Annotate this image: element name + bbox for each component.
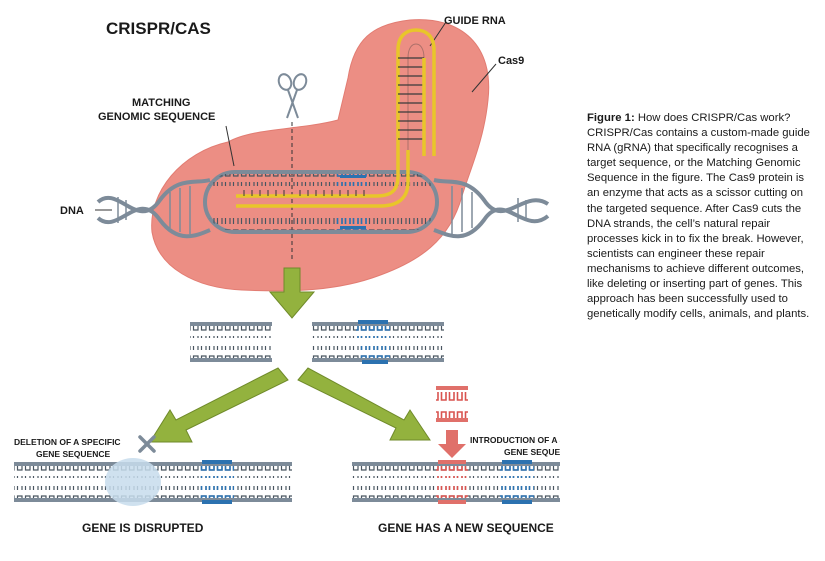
insert-arrow-icon	[438, 430, 466, 458]
gene-new-sequence-label: GENE HAS A NEW SEQUENCE	[378, 521, 554, 535]
new-sequence-dna	[352, 460, 560, 504]
caption-label: Figure 1:	[587, 112, 635, 124]
cas9-label: Cas9	[498, 55, 524, 67]
diagram-title: CRISPR/CAS	[106, 19, 211, 38]
crispr-diagram: CRISPR/CAS GUIDE RNA Cas9 MATCHING GENOM…	[14, 15, 560, 535]
guide-rna	[236, 28, 436, 208]
cut-dna-fragments	[190, 320, 444, 364]
insert-sequence	[436, 386, 468, 422]
disrupted-dna	[14, 458, 292, 506]
introduction-label-line1: INTRODUCTION OF A SPECIFIC	[470, 435, 560, 445]
deletion-label-line2: GENE SEQUENCE	[36, 449, 110, 459]
guide-rna-label: GUIDE RNA	[444, 15, 506, 27]
introduction-label-line2: GENE SEQUENCE	[504, 447, 560, 457]
matching-label-line2: GENOMIC SEQUENCE	[98, 111, 215, 123]
scissors-icon	[277, 73, 308, 119]
matching-leader	[225, 125, 235, 167]
dna-label: DNA	[60, 205, 84, 217]
deletion-gap	[105, 458, 161, 506]
arrow-left-down-icon	[149, 367, 289, 443]
arrow-right-down-icon	[297, 367, 431, 441]
cas9-protein	[151, 19, 490, 292]
arrow-down-icon	[268, 267, 316, 319]
dna-helix	[96, 170, 550, 239]
deletion-label-line1: DELETION OF A SPECIFIC	[14, 437, 121, 447]
cross-icon	[138, 435, 156, 453]
caption-text: How does CRISPR/Cas work? CRISPR/Cas con…	[587, 112, 810, 321]
gene-disrupted-label: GENE IS DISRUPTED	[82, 521, 204, 535]
figure-caption: Figure 1: How does CRISPR/Cas work? CRIS…	[587, 111, 812, 322]
cas9-leader	[471, 63, 497, 93]
matching-label-line1: MATCHING	[132, 97, 190, 109]
